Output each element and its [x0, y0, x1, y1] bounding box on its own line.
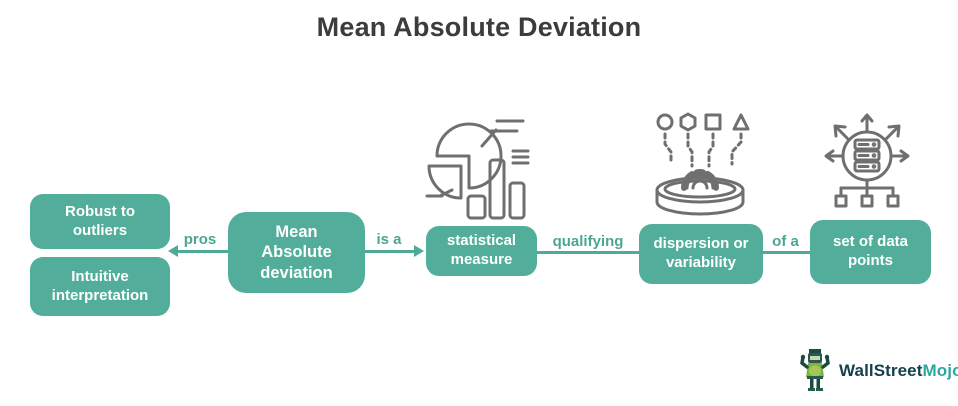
wordmark-mojo: Mojo	[922, 361, 958, 380]
pie-and-bar-chart-icon	[425, 119, 530, 220]
of-a-label: of a	[772, 233, 799, 250]
qualifying-connector-line	[537, 251, 639, 254]
database-spread-arrows-icon	[824, 113, 910, 208]
box-robust-to-outliers: Robust to outliers	[30, 194, 170, 249]
wallstreetmojo-wordmark: WallStreetMojo	[839, 361, 958, 381]
box-set-of-data-points: set of data points	[810, 220, 931, 284]
pros-arrow-line	[177, 250, 228, 253]
page-title: Mean Absolute Deviation	[316, 12, 642, 42]
shapes-into-bowl-gear-icon	[655, 112, 750, 216]
left-arrowhead-icon	[168, 245, 178, 257]
pros-label: pros	[183, 231, 217, 248]
box-intuitive-interpretation: Intuitive interpretation	[30, 257, 170, 316]
of-a-connector-line	[761, 251, 810, 254]
wallstreetmojo-logo: WallStreetMojo	[798, 349, 958, 393]
is-a-arrow-line	[365, 250, 416, 253]
box-mean-absolute-deviation: Mean Absolute deviation	[228, 212, 365, 293]
is-a-label: is a	[376, 231, 402, 248]
qualifying-label: qualifying	[552, 233, 624, 250]
box-statistical-measure: statistical measure	[426, 226, 537, 276]
wordmark-wallstreet: WallStreet	[839, 361, 923, 380]
box-dispersion-or-variability: dispersion or variability	[639, 224, 763, 284]
wallstreetmojo-mascot-icon	[800, 349, 830, 391]
right-arrowhead-icon	[414, 245, 424, 257]
